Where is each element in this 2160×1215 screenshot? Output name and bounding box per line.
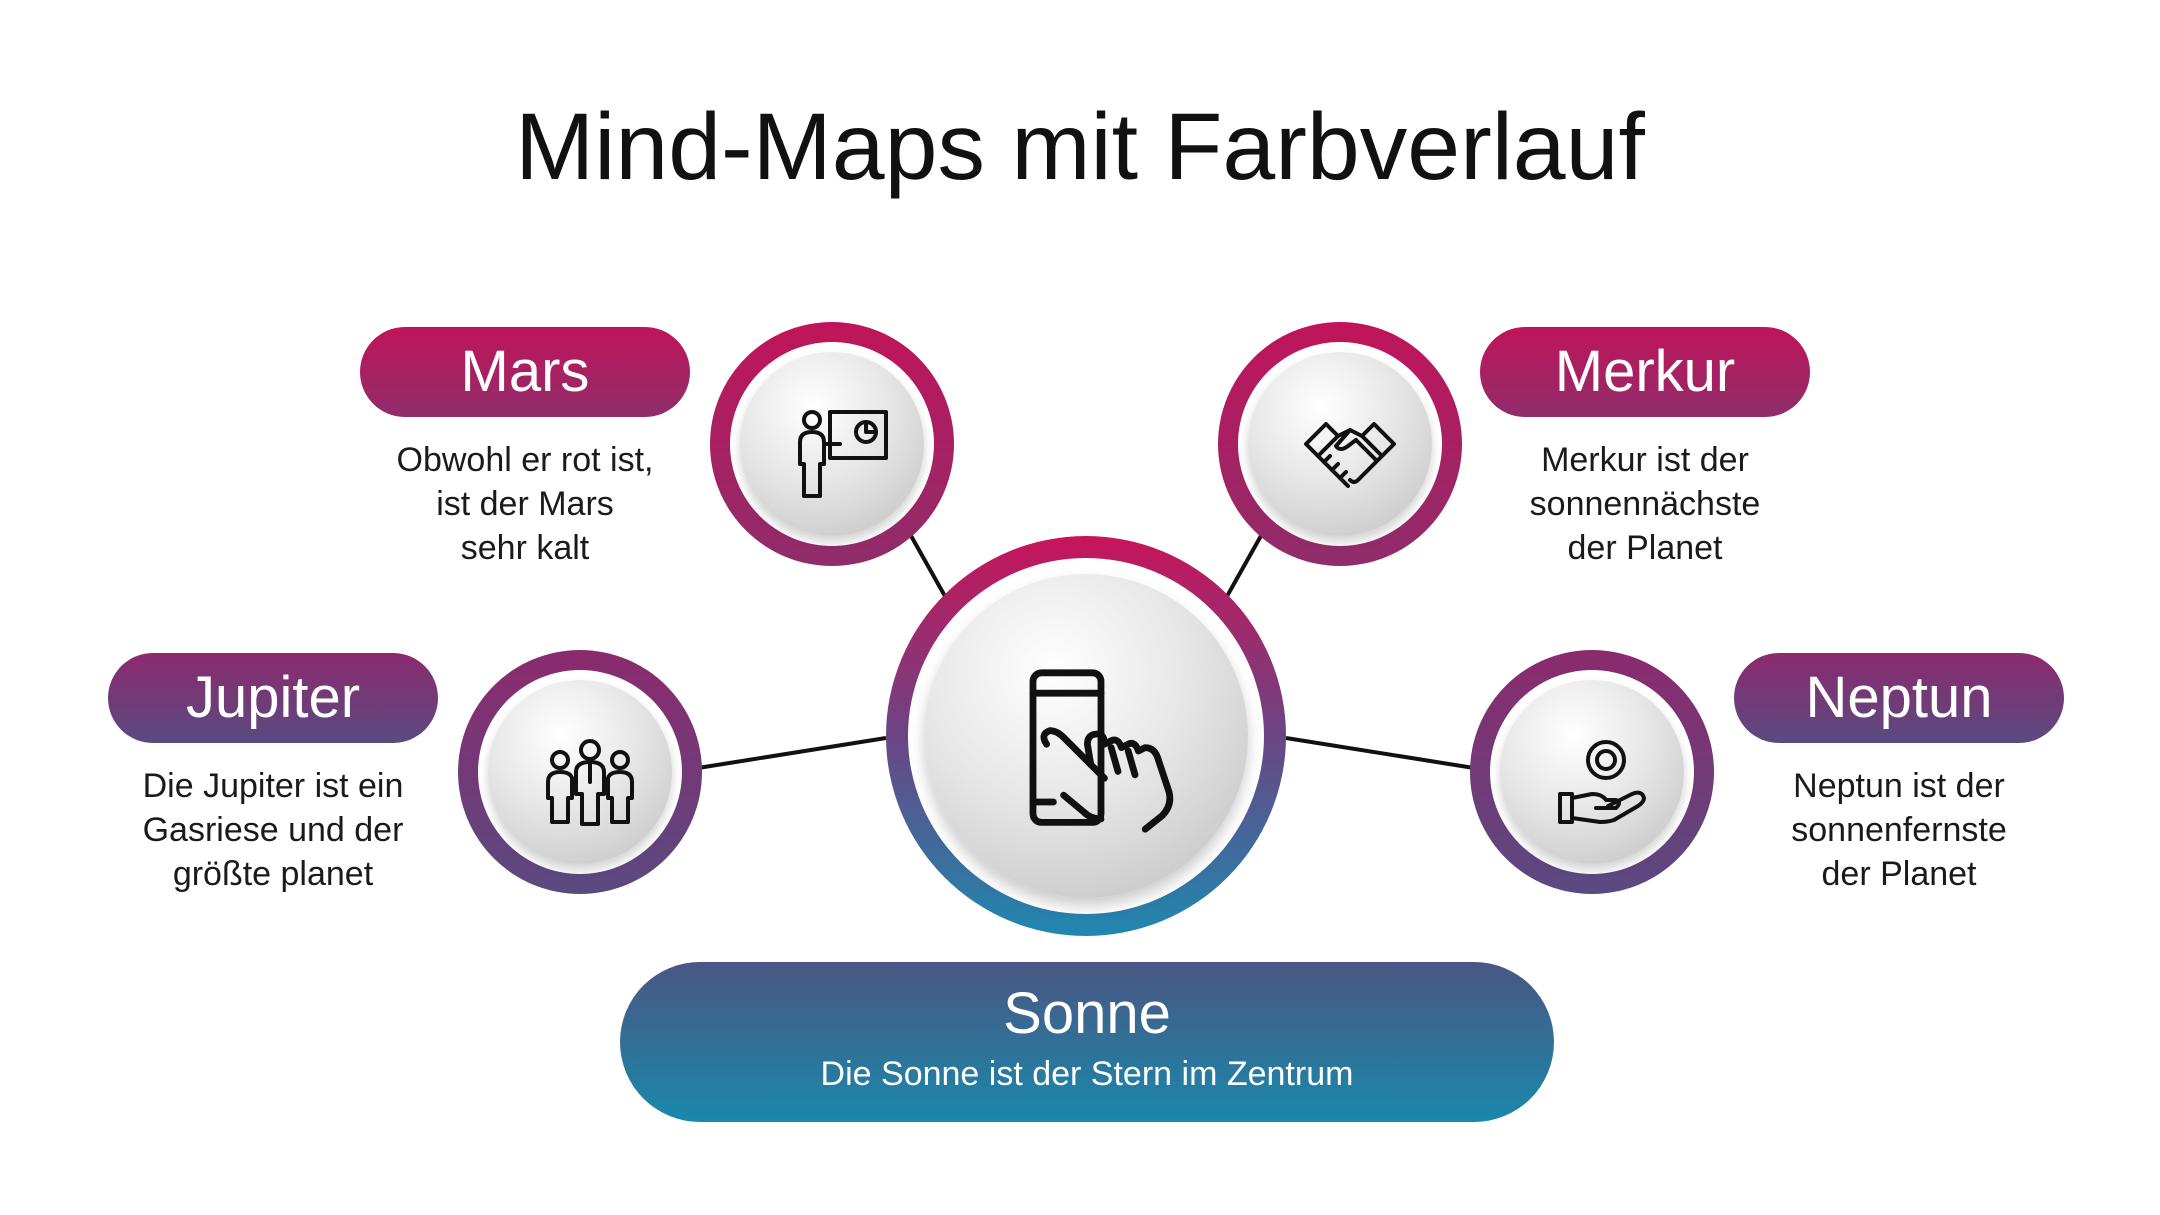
merkur-node xyxy=(1218,322,1462,566)
merkur-pill: Merkur xyxy=(1480,327,1810,417)
jupiter-label: Jupiter xyxy=(185,665,361,730)
sun-pill: Sonne Die Sonne ist der Stern im Zentrum xyxy=(620,962,1554,1122)
presentation-icon xyxy=(798,410,888,498)
mars-node xyxy=(710,322,954,566)
coin-hand-icon xyxy=(1558,740,1646,824)
mars-description: Obwohl er rot ist, ist der Mars sehr kal… xyxy=(396,441,654,567)
sun-label: Sonne xyxy=(1003,981,1171,1046)
neptun-description: Neptun ist der sonnenfernste der Planet xyxy=(1791,767,2007,893)
page-title: Mind-Maps mit Farbverlauf xyxy=(515,94,1645,200)
neptun-label: Neptun xyxy=(1805,665,1993,730)
center-node xyxy=(886,536,1286,936)
connector-jupiter xyxy=(697,736,887,770)
team-icon xyxy=(546,739,634,826)
sun-description: Die Sonne ist der Stern im Zentrum xyxy=(820,1055,1354,1093)
mars-label: Mars xyxy=(460,339,590,404)
connector-merkur xyxy=(1224,533,1264,599)
neptun-pill: Neptun xyxy=(1734,653,2064,743)
merkur-description: Merkur ist der sonnennächste der Planet xyxy=(1529,441,1761,567)
touch-phone-icon xyxy=(1029,669,1174,833)
jupiter-pill: Jupiter xyxy=(108,653,438,743)
mars-pill: Mars xyxy=(360,327,690,417)
connector-neptun xyxy=(1285,736,1475,770)
jupiter-node xyxy=(458,650,702,894)
neptun-node xyxy=(1470,650,1714,894)
connector-mars xyxy=(908,533,948,599)
merkur-label: Merkur xyxy=(1554,339,1736,404)
jupiter-description: Die Jupiter ist ein Gasriese und der grö… xyxy=(142,767,404,893)
handshake-icon xyxy=(1304,422,1396,488)
